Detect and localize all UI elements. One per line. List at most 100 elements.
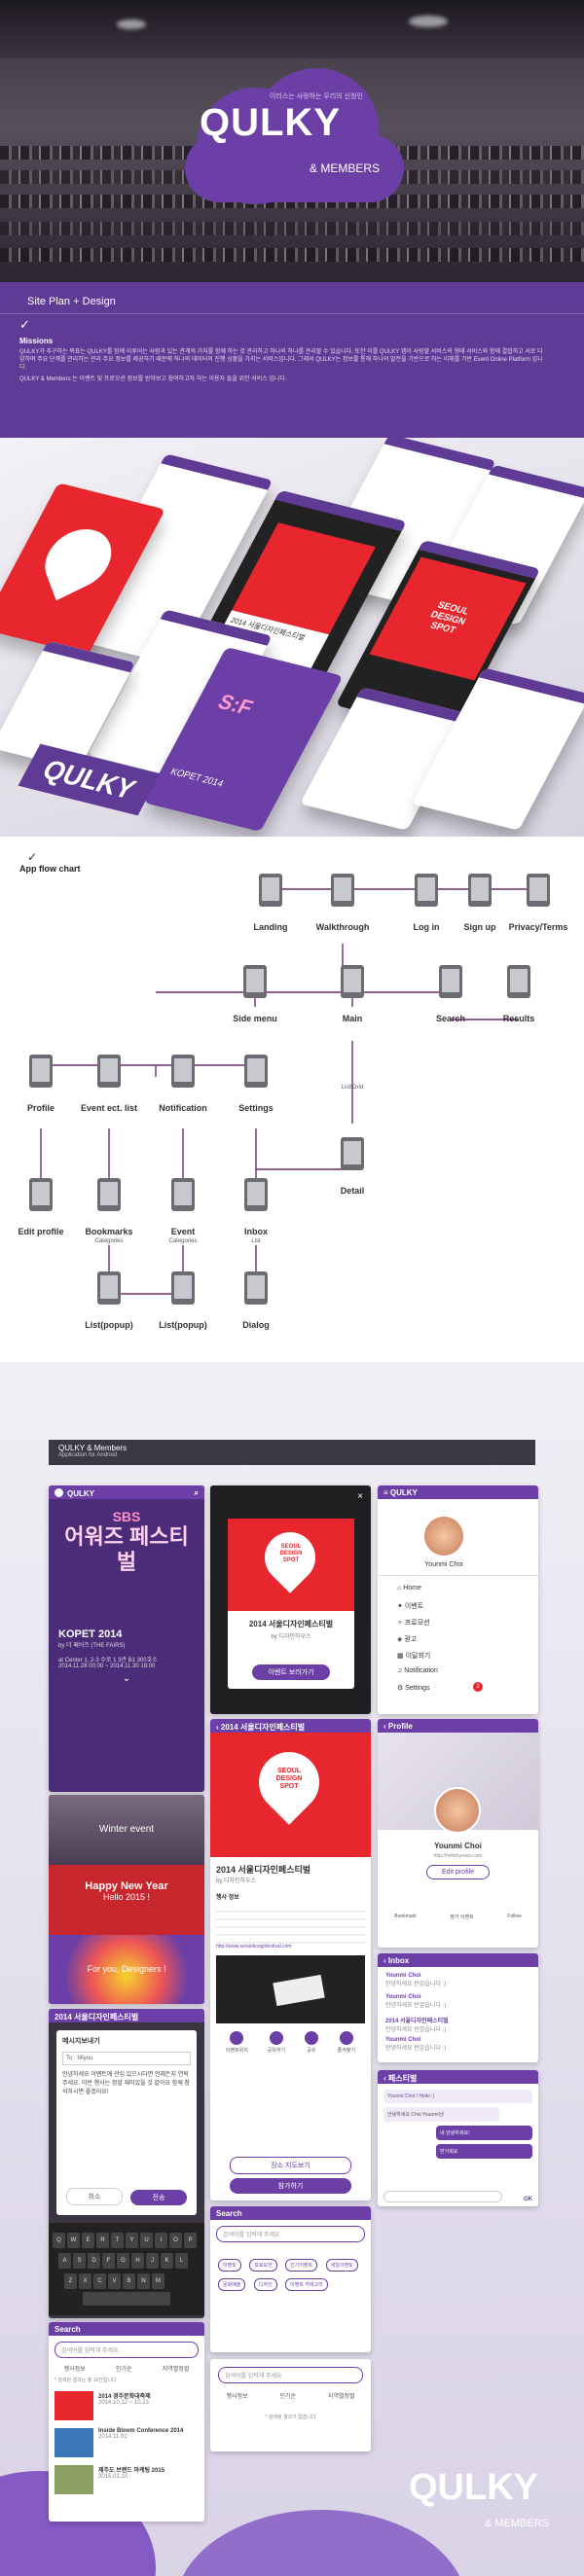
keyboard-key[interactable]: Q [53, 2233, 65, 2248]
card-happy[interactable]: Happy New Year Hello 2015 ! [49, 1865, 204, 1935]
profile-tab[interactable]: Bookmark [394, 1914, 417, 1919]
detail-action-bookmark[interactable]: 즐겨찾기 [338, 2031, 355, 2054]
keyboard-key[interactable]: O [169, 2233, 182, 2248]
search-tab[interactable]: 행사정보 [226, 2394, 248, 2400]
category-chip[interactable]: 프로모션 [249, 2259, 277, 2272]
keyboard-key[interactable]: T [111, 2233, 124, 2248]
category-chip[interactable]: 이벤트 [218, 2259, 241, 2272]
flow-diagram [29, 874, 550, 1305]
keyboard-key[interactable]: S [73, 2253, 86, 2269]
feed-festival: 어워즈 페스티벌 [64, 1524, 189, 1574]
search-tab[interactable]: 행사정보 [63, 2367, 86, 2373]
card-winter[interactable]: Winter event [49, 1795, 204, 1865]
back-icon[interactable]: ‹ [383, 1722, 388, 1731]
keyboard-key[interactable]: H [131, 2253, 144, 2269]
keyboard-key[interactable]: N [137, 2273, 150, 2289]
back-icon[interactable]: ‹ [216, 1723, 221, 1732]
keyboard-key[interactable]: M [152, 2273, 164, 2289]
category-chip[interactable]: 이벤트 카테고리 [285, 2278, 328, 2291]
keyboard-key[interactable]: V [108, 2273, 121, 2289]
detail-action-share2[interactable]: 공유 [304, 2031, 318, 2054]
detail-action-share[interactable]: 공유하기 [268, 2031, 285, 2054]
menu-item[interactable]: ▦ 이달회기 [397, 1651, 430, 1661]
menu-icon[interactable]: ≡ [383, 1488, 390, 1497]
keyboard-key[interactable]: B [123, 2273, 135, 2289]
keyboard-key[interactable]: P [184, 2233, 197, 2248]
flow-node-label: Main [342, 1014, 363, 1023]
feed-hero[interactable]: SBS 어워즈 페스티벌 KOPET 2014 by 더 페어즈 (THE FA… [49, 1499, 204, 1694]
search-tab[interactable]: 인기순 [279, 2394, 297, 2400]
keyboard-key[interactable]: X [79, 2273, 91, 2289]
menu-item[interactable]: ◈ 광고 [397, 1634, 417, 1644]
flow-node-screen [244, 1055, 268, 1088]
keyboard-key[interactable]: D [88, 2253, 100, 2269]
close-icon[interactable]: × [357, 1491, 363, 1502]
card-designers[interactable]: For you, Designers ! [49, 1935, 204, 2004]
profile-url[interactable]: http://hellohyeseo.com [433, 1853, 483, 1859]
flow-node-screen [507, 965, 530, 998]
menu-item-icon: ⌂ [397, 1585, 404, 1592]
search-input[interactable]: 검색어를 입력해 주세요 [218, 2367, 363, 2383]
keyboard-key[interactable]: U [140, 2233, 153, 2248]
keyboard-key[interactable]: K [161, 2253, 173, 2269]
keyboard-key[interactable]: Z [64, 2273, 77, 2289]
search-tab[interactable]: 지역별정렬 [327, 2394, 355, 2400]
inbox-message: 안녕하세요 반갑습니다 :) [385, 2003, 447, 2009]
keyboard-key[interactable]: L [175, 2253, 188, 2269]
profile-tab[interactable]: Follow [507, 1914, 522, 1919]
keyboard-key[interactable]: I [155, 2233, 167, 2248]
map-view-button[interactable]: 장소 지도보기 [230, 2157, 351, 2174]
menu-item[interactable]: ⚙ Settings [397, 1684, 430, 1692]
keyboard-key[interactable]: G [117, 2253, 129, 2269]
keyboard-key[interactable]: Y [126, 2233, 138, 2248]
search-icon[interactable]: ⌕ [194, 1488, 199, 1497]
edit-profile-button[interactable]: Edit profile [426, 1865, 490, 1879]
back-icon[interactable]: ‹ [383, 1956, 388, 1965]
menu-item[interactable]: ♫ Notification [397, 1667, 438, 1674]
dialog-send-button[interactable]: 전송 [130, 2190, 187, 2205]
search-input[interactable]: 검색어를 입력해 주세요 [216, 2226, 365, 2242]
popup-view-button[interactable]: 이벤트 보러가기 [252, 1664, 330, 1680]
category-chip[interactable]: 세일이벤트 [325, 2259, 358, 2272]
dialog-to-field[interactable]: To : Miyou [62, 2052, 191, 2065]
keyboard-space[interactable] [83, 2292, 170, 2306]
join-button[interactable]: 참가하기 [230, 2178, 351, 2194]
keyboard-key[interactable]: W [67, 2233, 80, 2248]
category-chip[interactable]: 인기이벤트 [285, 2259, 318, 2272]
keyboard-key[interactable]: E [82, 2233, 94, 2248]
search-input[interactable]: 검색어를 입력해 주세요 [55, 2342, 199, 2358]
search-tab[interactable]: 인기순 [115, 2367, 132, 2373]
keyboard-key[interactable]: J [146, 2253, 159, 2269]
category-chip[interactable]: 문화예술 [218, 2278, 246, 2291]
detail-action-location[interactable]: 이벤트위치 [226, 2031, 248, 2054]
chat-input[interactable] [383, 2191, 502, 2202]
dialog-cancel-button[interactable]: 취소 [66, 2188, 123, 2205]
flow-node-label: List(popup) [159, 1320, 207, 1330]
search-tab[interactable]: 지역별정렬 [162, 2367, 190, 2373]
keyboard-key[interactable]: F [102, 2253, 115, 2269]
keyboard-key[interactable]: A [58, 2253, 71, 2269]
chat-bubble: 반가워요 [436, 2144, 532, 2159]
menu-item[interactable]: ⌂ Home [397, 1585, 421, 1592]
menu-item[interactable]: ✦ 이벤트 [397, 1601, 423, 1611]
profile-tab[interactable]: 참가 이벤트 [450, 1914, 474, 1920]
flow-node-label: Log in [413, 922, 440, 932]
keyboard-key[interactable]: C [93, 2273, 106, 2289]
category-chip[interactable]: 디자인 [253, 2278, 277, 2291]
dialog-body-input[interactable]: 안녕하세요 이벤트에 관심 있으시다면 언제든지 연락주세요. 이번 행사는 정… [62, 2072, 190, 2095]
chat-send-button[interactable]: OK [524, 2197, 532, 2202]
menu-item[interactable]: ✧ 프로모션 [397, 1618, 430, 1628]
back-icon[interactable]: ‹ [383, 2074, 388, 2083]
keyboard-key[interactable]: R [96, 2233, 109, 2248]
chevron-down-icon[interactable]: ⌄ [122, 1673, 131, 1684]
detail-url[interactable]: http://www.seouldesignfestival.com [216, 1944, 292, 1950]
